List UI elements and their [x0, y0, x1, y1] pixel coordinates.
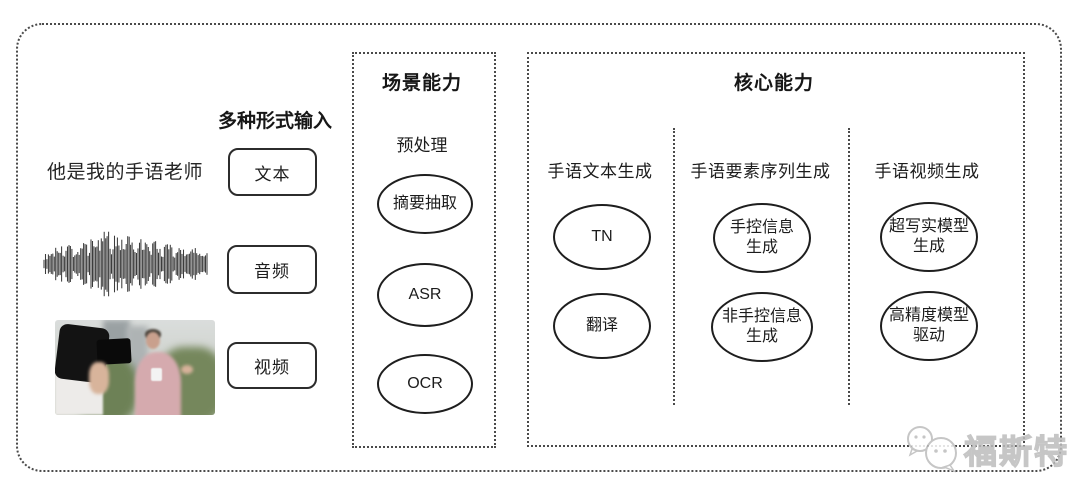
outer-dotted-frame	[16, 23, 1062, 472]
core-capability-box	[527, 52, 1025, 447]
input-node-text: 文本	[228, 148, 317, 196]
node-manual-info-generation: 手控信息 生成	[713, 203, 811, 273]
input-node-audio: 音频	[227, 245, 317, 294]
node-asr: ASR	[377, 263, 473, 327]
photo-reporter-hand	[181, 364, 194, 374]
chat-bubbles-logo-icon	[907, 426, 957, 473]
watermark: 福斯特	[902, 423, 1072, 475]
photo-microphone	[151, 367, 162, 381]
photo-reporter-face	[146, 332, 161, 350]
sample-sentence-text: 他是我的手语老师	[46, 162, 203, 183]
core-capability-title: 核心能力	[733, 73, 814, 94]
node-summary-extraction: 摘要抽取	[377, 174, 473, 234]
input-section-title: 多种形式输入	[217, 111, 332, 132]
input-node-video: 视频	[227, 342, 317, 389]
column-header-sign-text-generation: 手语文本生成	[547, 162, 653, 181]
video-thumbnail-image	[55, 320, 215, 415]
node-high-precision-model-driving: 高精度模型 驱动	[880, 291, 978, 361]
column-header-sign-element-sequence-generation: 手语要素序列生成	[690, 162, 831, 181]
column-divider	[673, 128, 675, 405]
node-hyperrealistic-model-generation: 超写实模型 生成	[880, 202, 978, 272]
audio-waveform-graphic	[43, 231, 208, 297]
column-header-sign-video-generation: 手语视频生成	[874, 162, 980, 181]
scene-capability-title: 场景能力	[381, 73, 462, 94]
scene-capability-box	[352, 52, 496, 448]
photo-camera-lens	[95, 338, 131, 365]
photo-reporter-jacket	[135, 352, 182, 415]
node-ocr: OCR	[377, 354, 473, 414]
preprocess-label: 预处理	[396, 136, 448, 155]
watermark-text: 福斯特	[963, 432, 1069, 470]
node-tn: TN	[553, 204, 651, 270]
node-translation: 翻译	[553, 293, 651, 359]
photo-cameraman-arm	[88, 361, 110, 395]
column-divider	[848, 128, 850, 405]
node-nonmanual-info-generation: 非手控信息 生成	[711, 292, 813, 362]
